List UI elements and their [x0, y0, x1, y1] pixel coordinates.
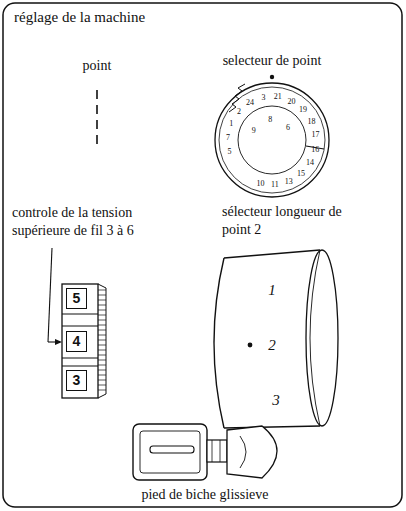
dial-number: 14 [306, 158, 314, 167]
knurl-tick [98, 340, 106, 341]
stitch-label: point [60, 57, 134, 75]
dial-number: 3 [261, 92, 265, 101]
knurl-tick [98, 335, 106, 336]
dial-number: 6 [286, 122, 290, 131]
knurl-tick [98, 305, 106, 306]
knurl-tick [98, 375, 106, 376]
presser-foot [133, 424, 277, 480]
knurl-tick [98, 290, 106, 291]
knurl-tick [98, 380, 106, 381]
knurl-tick [98, 370, 106, 371]
dial-number: 17 [312, 130, 320, 139]
length-drum [214, 250, 338, 428]
dial-number: 7 [226, 133, 230, 142]
frame [3, 3, 402, 507]
dial-number: 18 [307, 116, 315, 125]
dial-number: 11 [271, 179, 279, 188]
tension-number: 4 [73, 334, 81, 349]
foot-label: pied de biche glissieve [90, 486, 320, 504]
knurl-tick [98, 365, 106, 366]
tension-dial [48, 248, 106, 398]
knurl-tick [98, 295, 106, 296]
dial-number: 15 [297, 169, 305, 178]
dial-number: 24 [246, 97, 254, 106]
knurl-tick [98, 300, 106, 301]
knurl-tick [98, 325, 106, 326]
dial-number: 20 [287, 96, 295, 105]
dial-number: 2 [237, 106, 241, 115]
knurl-tick [98, 315, 106, 316]
dial-number: 16 [311, 144, 319, 153]
tension-number-box: 4 [66, 331, 87, 352]
stitch-line [96, 90, 98, 150]
length-label: sélecteur longueur de point 2 [222, 203, 372, 239]
dial-number: 1 [229, 119, 233, 128]
knurl-tick [98, 355, 106, 356]
knurl-tick [98, 385, 106, 386]
knurl-tick [98, 320, 106, 321]
stitch-dial [215, 75, 329, 197]
dial-number: 9 [252, 125, 256, 134]
knurl-tick [98, 360, 106, 361]
tension-number-box: 5 [66, 288, 87, 309]
knurl-tick [98, 345, 106, 346]
dial-number: 10 [257, 178, 265, 187]
tension-number: 3 [73, 373, 81, 388]
dial-label: selecteur de point [205, 52, 339, 70]
knurl-tick [98, 330, 106, 331]
dial-number: 13 [285, 176, 293, 185]
dial-number: 8 [268, 115, 272, 124]
knurl-tick [98, 350, 106, 351]
dial-number: 21 [274, 92, 282, 101]
length-number: 3 [272, 392, 280, 408]
knurl-tick [98, 390, 106, 391]
dial-number: 5 [227, 147, 231, 156]
tension-number: 5 [73, 291, 81, 306]
dial-number: 19 [299, 104, 307, 113]
diagram-title: réglage de la machine [14, 8, 145, 26]
tension-label: controle de la tension supérieure de fil… [12, 204, 182, 240]
length-number: 2 [268, 337, 276, 353]
knurl-tick [98, 310, 106, 311]
tension-number-box: 3 [66, 370, 87, 391]
length-number: 1 [268, 282, 276, 298]
